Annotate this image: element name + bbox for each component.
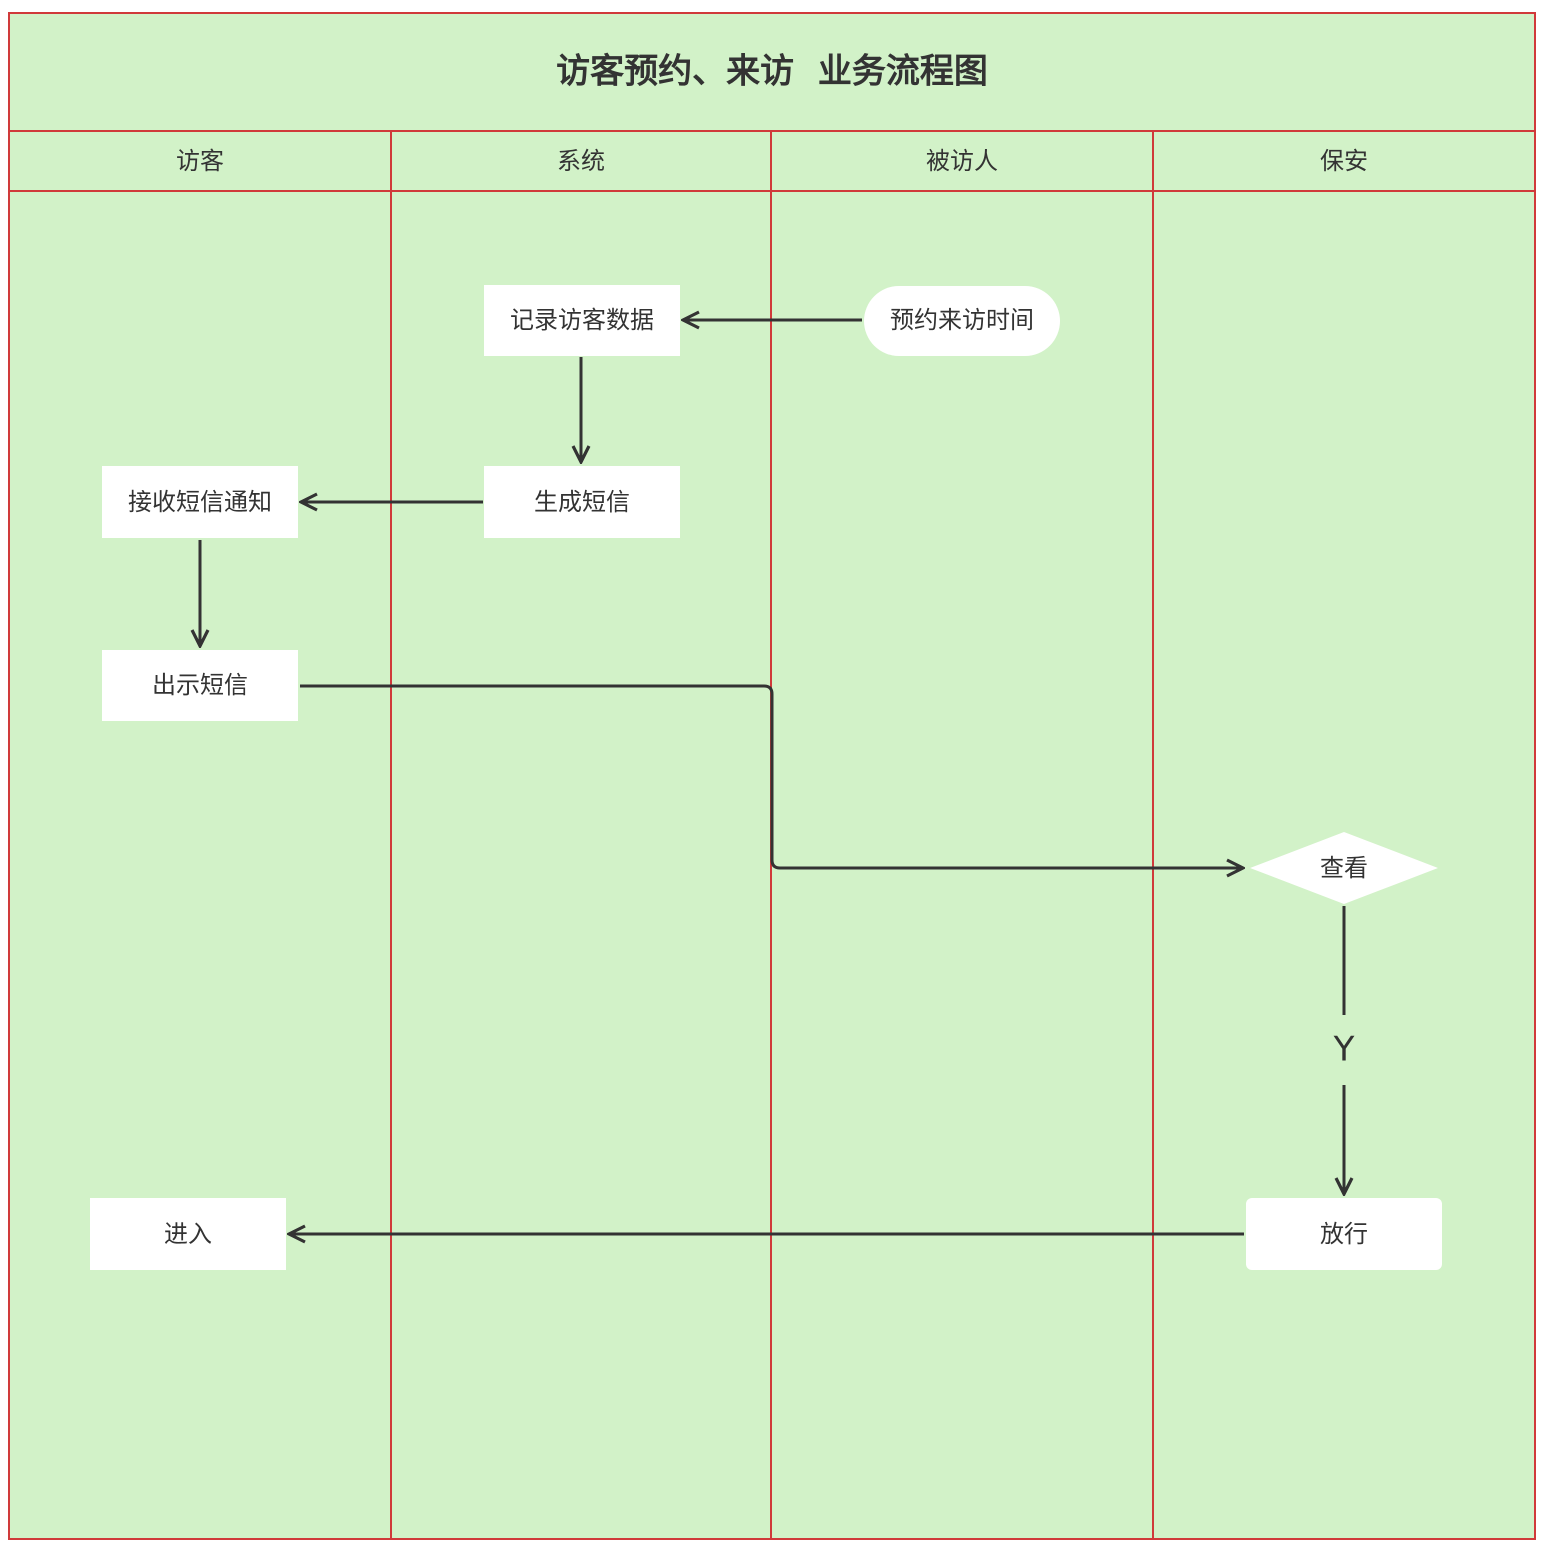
node-enter: 进入: [90, 1198, 286, 1270]
node-shape-process: [90, 1198, 286, 1270]
lane-header-host: 被访人: [926, 147, 998, 175]
node-shape-terminator: [864, 286, 1060, 356]
edge-show-to-check: [300, 684, 1242, 868]
node-shape-process: [102, 466, 298, 538]
node-record-data: 记录访客数据: [484, 285, 680, 356]
lane-header-security: 保安: [1320, 147, 1368, 175]
node-label: 预约来访时间: [890, 306, 1034, 334]
node-shape-process: [484, 466, 680, 538]
node-show-sms: 出示短信: [102, 650, 298, 721]
connectors: [200, 320, 1344, 1234]
lane-header-visitor: 访客: [176, 147, 224, 175]
node-release: 放行: [1246, 1198, 1442, 1270]
diagram-title: 访客预约、来访 业务流程图: [556, 52, 988, 92]
node-label: 生成短信: [534, 488, 630, 516]
node-label: 记录访客数据: [510, 306, 654, 334]
title-bar: 访客预约、来访 业务流程图: [9, 52, 1535, 132]
node-shape-process: [1246, 1198, 1442, 1270]
node-label: 接收短信通知: [128, 488, 272, 516]
node-shape-process: [484, 285, 680, 356]
node-label: 出示短信: [152, 671, 248, 699]
node-shape-decision: [1250, 832, 1438, 904]
node-check: 查看: [1250, 832, 1438, 904]
node-receive-sms: 接收短信通知: [102, 466, 298, 538]
edge-label-yes: Y: [1333, 1030, 1355, 1070]
lane-header-system: 系统: [557, 147, 605, 175]
node-label: 放行: [1320, 1220, 1368, 1248]
node-reserve-time: 预约来访时间: [864, 286, 1060, 356]
node-generate-sms: 生成短信: [484, 466, 680, 538]
node-label: 进入: [164, 1220, 212, 1248]
node-shape-process: [102, 650, 298, 721]
node-label: 查看: [1320, 854, 1368, 882]
